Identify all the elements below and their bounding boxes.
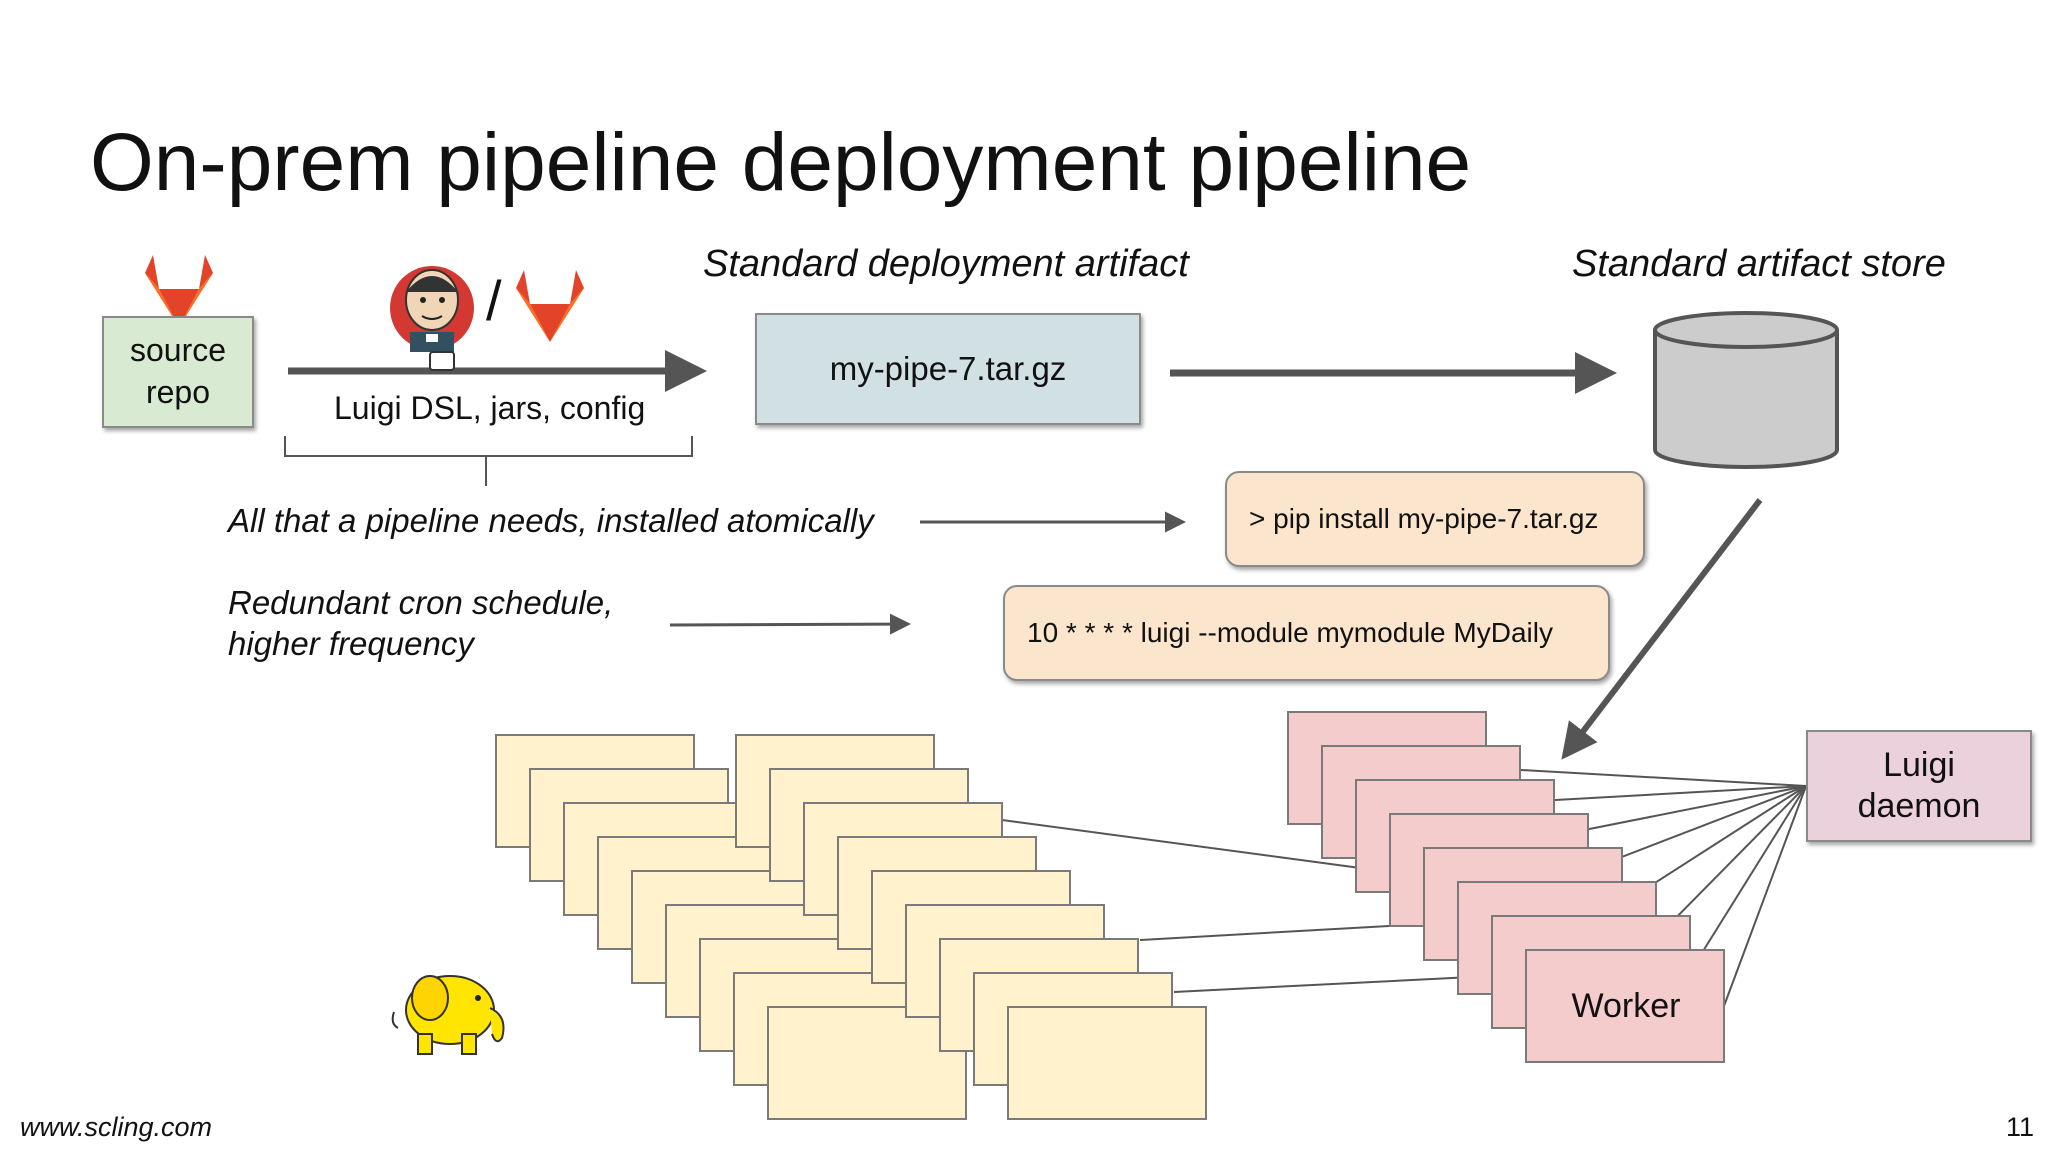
hadoop-node <box>767 1006 967 1120</box>
cron-note-arrow <box>669 613 911 635</box>
hadoop-elephant-icon <box>391 975 505 1055</box>
hadoop-cluster <box>495 734 1207 1120</box>
hadoop-link <box>1173 975 1493 993</box>
daemon-link <box>1723 785 1807 1007</box>
atomic-note: All that a pipeline needs, installed ato… <box>228 502 874 539</box>
page-number: 11 <box>2005 1112 2034 1142</box>
daemon-link <box>1587 785 1807 871</box>
worker-label: Worker <box>1571 986 1681 1025</box>
deps-label: Luigi DSL, jars, config <box>334 390 646 426</box>
store-caption: Standard artifact store <box>1572 243 1946 285</box>
luigi-daemon-box: Luigi daemon <box>1806 730 2032 842</box>
database-cylinder-icon <box>1653 311 1839 469</box>
daemon-link <box>1519 785 1807 803</box>
build-separator: / <box>486 269 502 332</box>
daemon-worker-links <box>1485 767 1807 1007</box>
artifact-caption: Standard deployment artifact <box>703 243 1189 285</box>
hadoop-link <box>1139 923 1425 941</box>
source-box-line1: source <box>129 332 227 369</box>
jenkins-icon <box>390 266 474 371</box>
daemon-link <box>1655 785 1807 939</box>
source-box-line2: repo <box>145 374 211 410</box>
deploy-arrow <box>1561 498 1763 760</box>
daemon-link <box>1485 767 1807 787</box>
footer-url: www.scling.com <box>20 1112 213 1142</box>
cron-command-box: 10 * * * * luigi --module mymodule MyDai… <box>1003 585 1610 681</box>
gitlab-icon <box>145 255 213 327</box>
source-repo-box: source repo <box>102 316 254 428</box>
cron-note-line2: higher frequency <box>228 625 474 663</box>
cron-note-line1: Redundant cron schedule, <box>228 584 614 621</box>
deps-brace <box>284 436 693 486</box>
worker-stack <box>1287 711 1725 1063</box>
cron-note: Redundant cron schedule, higher frequenc… <box>228 582 613 665</box>
hadoop-worker-links <box>1001 819 1493 993</box>
cron-command: 10 * * * * luigi --module mymodule MyDai… <box>1027 617 1553 648</box>
slide-title: On-prem pipeline deployment pipeline <box>90 117 1472 208</box>
daemon-box-line1: Luigi <box>1883 746 1955 785</box>
daemon-link <box>1689 785 1807 973</box>
gitlab-icon <box>516 270 584 342</box>
pip-command: > pip install my-pipe-7.tar.gz <box>1249 503 1599 534</box>
hadoop-node <box>1007 1006 1207 1120</box>
worker-box <box>1525 949 1725 1063</box>
pip-command-box: > pip install my-pipe-7.tar.gz <box>1225 471 1645 567</box>
hadoop-link <box>1001 819 1391 873</box>
daemon-link <box>1553 785 1807 837</box>
artifact-box: my-pipe-7.tar.gz <box>755 313 1141 425</box>
artifact-name: my-pipe-7.tar.gz <box>829 350 1067 387</box>
daemon-box-line2: daemon <box>1857 787 1981 825</box>
